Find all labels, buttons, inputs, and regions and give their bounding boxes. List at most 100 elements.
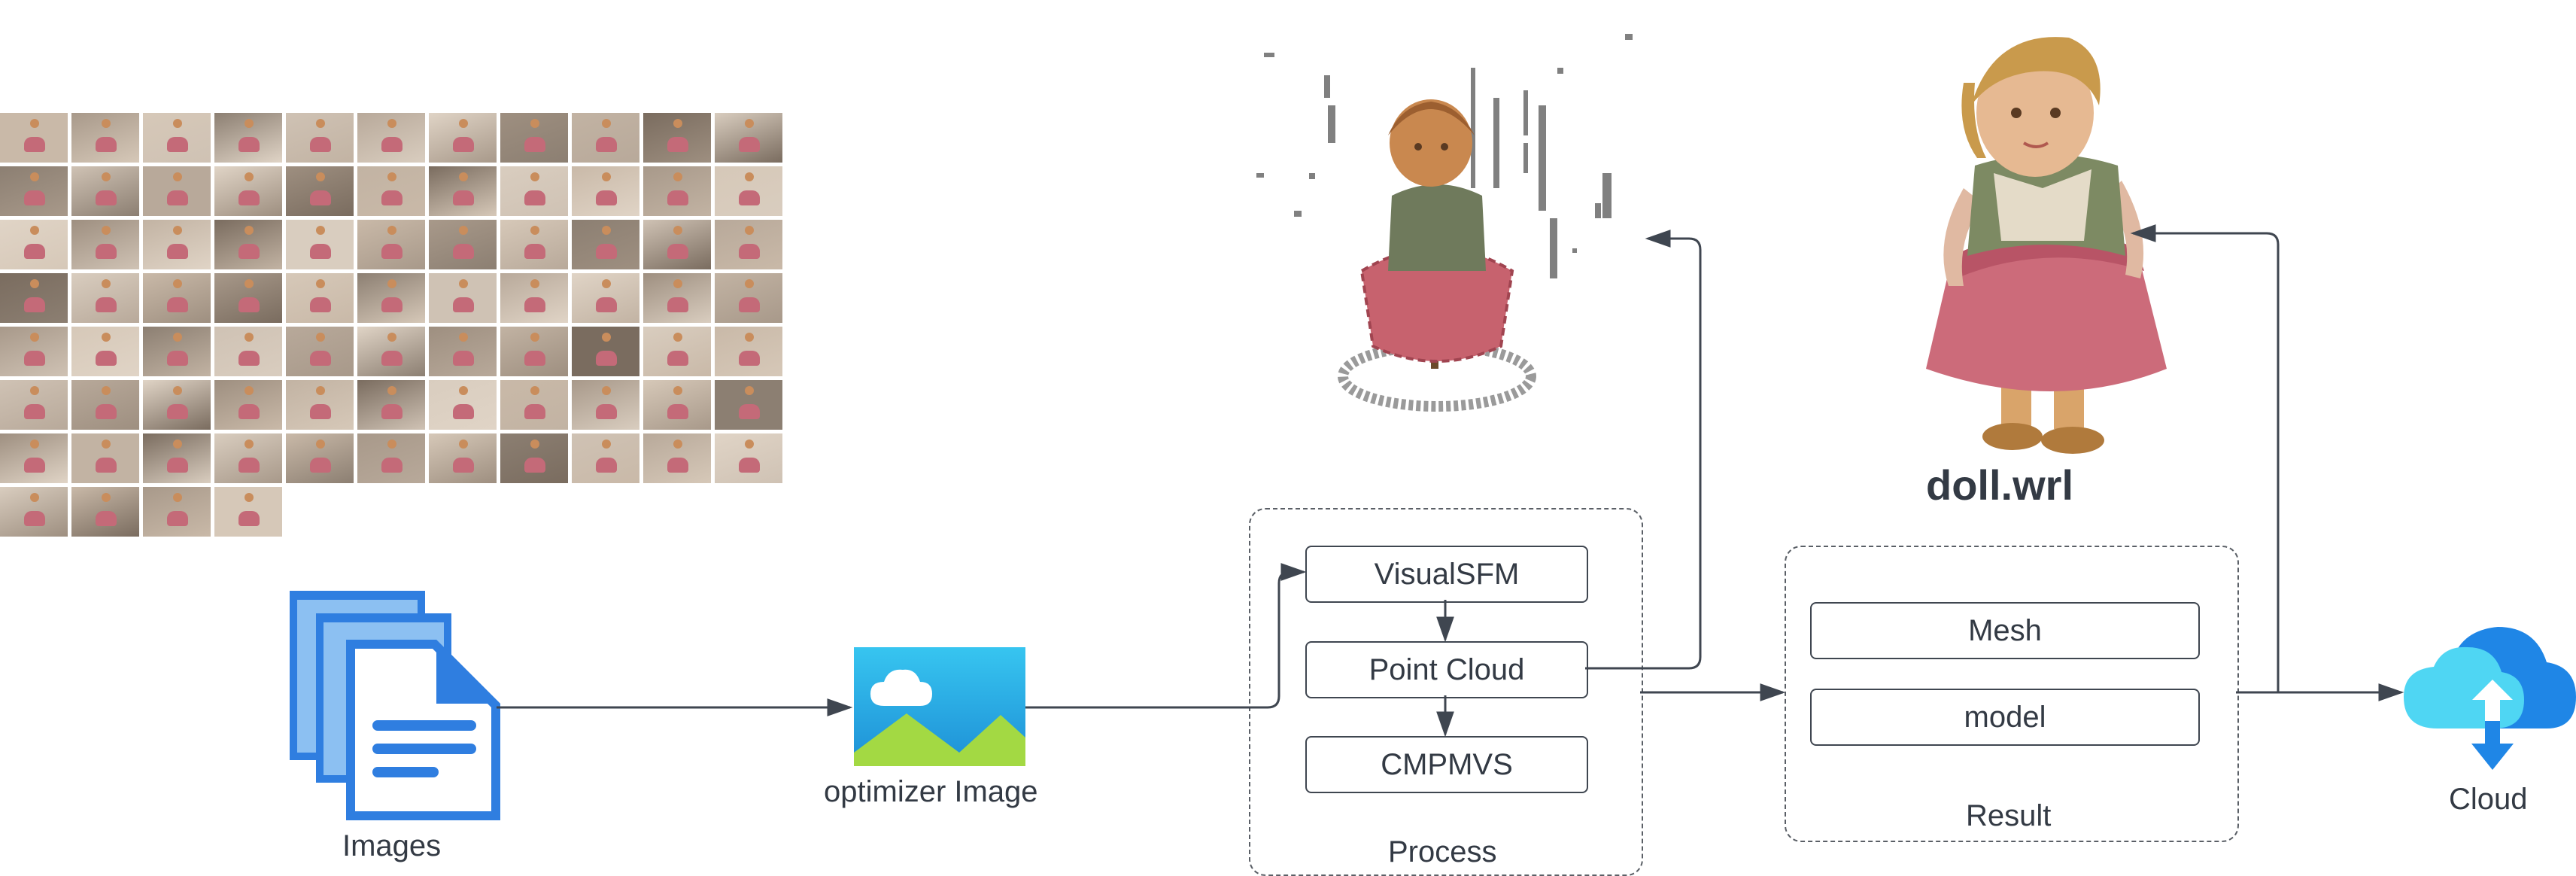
photo-thumbnail (715, 113, 782, 163)
photo-thumbnail (357, 433, 425, 483)
photo-thumbnail (715, 220, 782, 269)
input-photo-grid (0, 113, 790, 545)
photo-thumbnail (143, 220, 211, 269)
cloud-label: Cloud (2449, 783, 2528, 816)
photo-thumbnail (286, 273, 354, 323)
cloud-upload-download-icon (2404, 627, 2576, 770)
photo-thumbnail (71, 166, 139, 216)
photo-thumbnail (429, 166, 497, 216)
arrow-optimizer-to-visualsfm (1025, 563, 1307, 709)
photo-thumbnail (286, 327, 354, 376)
photo-thumbnail (500, 380, 568, 430)
photo-thumbnail (214, 487, 282, 537)
photo-thumbnail (214, 327, 282, 376)
photo-thumbnail (500, 166, 568, 216)
photo-thumbnail (357, 327, 425, 376)
photo-thumbnail (572, 327, 639, 376)
model-filename: doll.wrl (1926, 461, 2073, 509)
photo-thumbnail (715, 433, 782, 483)
photo-thumbnail (429, 380, 497, 430)
photo-thumbnail (357, 380, 425, 430)
photo-thumbnail (0, 327, 68, 376)
photo-thumbnail (429, 113, 497, 163)
photo-thumbnail (214, 380, 282, 430)
photo-thumbnail (715, 380, 782, 430)
photo-thumbnail (214, 273, 282, 323)
photo-thumbnail (286, 113, 354, 163)
photo-thumbnail (429, 327, 497, 376)
photo-thumbnail (214, 113, 282, 163)
photo-thumbnail (143, 487, 211, 537)
image-picture-icon (854, 647, 1025, 766)
images-label: Images (342, 829, 442, 862)
photo-thumbnail (143, 273, 211, 323)
photo-thumbnail (71, 113, 139, 163)
result-label: Result (1966, 799, 2052, 832)
photo-thumbnail (572, 433, 639, 483)
photo-thumbnail (0, 487, 68, 537)
photo-thumbnail (143, 113, 211, 163)
photo-thumbnail (572, 166, 639, 216)
photo-thumbnail (643, 166, 711, 216)
photo-thumbnail (643, 327, 711, 376)
photo-thumbnail (572, 113, 639, 163)
photo-thumbnail (357, 113, 425, 163)
photo-thumbnail (643, 380, 711, 430)
photo-thumbnail (715, 273, 782, 323)
point-cloud-render (1256, 34, 1633, 412)
photo-thumbnail (143, 380, 211, 430)
cmpmvs-step: CMPMVS (1305, 736, 1588, 793)
photo-thumbnail (214, 166, 282, 216)
photo-thumbnail (286, 433, 354, 483)
photo-thumbnail (71, 433, 139, 483)
photo-thumbnail (71, 487, 139, 537)
photo-thumbnail (429, 220, 497, 269)
arrow-result-to-mesh-render (2130, 224, 2280, 692)
point-cloud-step: Point Cloud (1305, 641, 1588, 698)
photo-thumbnail (143, 433, 211, 483)
documents-stack-icon (290, 591, 500, 820)
photo-thumbnail (0, 380, 68, 430)
optimizer-image-label: optimizer Image (824, 775, 1038, 808)
photo-thumbnail (643, 433, 711, 483)
photo-thumbnail (500, 433, 568, 483)
photo-thumbnail (357, 220, 425, 269)
photo-thumbnail (0, 273, 68, 323)
photo-thumbnail (500, 220, 568, 269)
photo-thumbnail (429, 433, 497, 483)
photo-thumbnail (214, 433, 282, 483)
photo-thumbnail (500, 273, 568, 323)
photo-thumbnail (0, 166, 68, 216)
photo-thumbnail (643, 220, 711, 269)
mesh-model-render (1926, 37, 2167, 454)
photo-thumbnail (71, 220, 139, 269)
photo-thumbnail (0, 220, 68, 269)
photo-thumbnail (572, 380, 639, 430)
photo-thumbnail (143, 166, 211, 216)
photo-thumbnail (214, 220, 282, 269)
photo-thumbnail (286, 220, 354, 269)
photo-thumbnail (286, 166, 354, 216)
photo-thumbnail (715, 327, 782, 376)
photo-thumbnail (0, 113, 68, 163)
photo-thumbnail (357, 273, 425, 323)
photo-thumbnail (715, 166, 782, 216)
mesh-item: Mesh (1810, 602, 2200, 659)
photo-thumbnail (143, 327, 211, 376)
photo-thumbnail (572, 220, 639, 269)
photo-thumbnail (71, 273, 139, 323)
process-label: Process (1388, 835, 1497, 868)
photo-thumbnail (71, 380, 139, 430)
photo-thumbnail (643, 113, 711, 163)
photo-thumbnail (500, 113, 568, 163)
arrow-pointcloud-to-render (1585, 230, 1702, 670)
photo-thumbnail (572, 273, 639, 323)
photo-thumbnail (643, 273, 711, 323)
photo-thumbnail (500, 327, 568, 376)
photo-thumbnail (286, 380, 354, 430)
photo-thumbnail (71, 327, 139, 376)
model-item: model (1810, 689, 2200, 746)
photo-thumbnail (0, 433, 68, 483)
visualsfm-step: VisualSFM (1305, 546, 1588, 603)
